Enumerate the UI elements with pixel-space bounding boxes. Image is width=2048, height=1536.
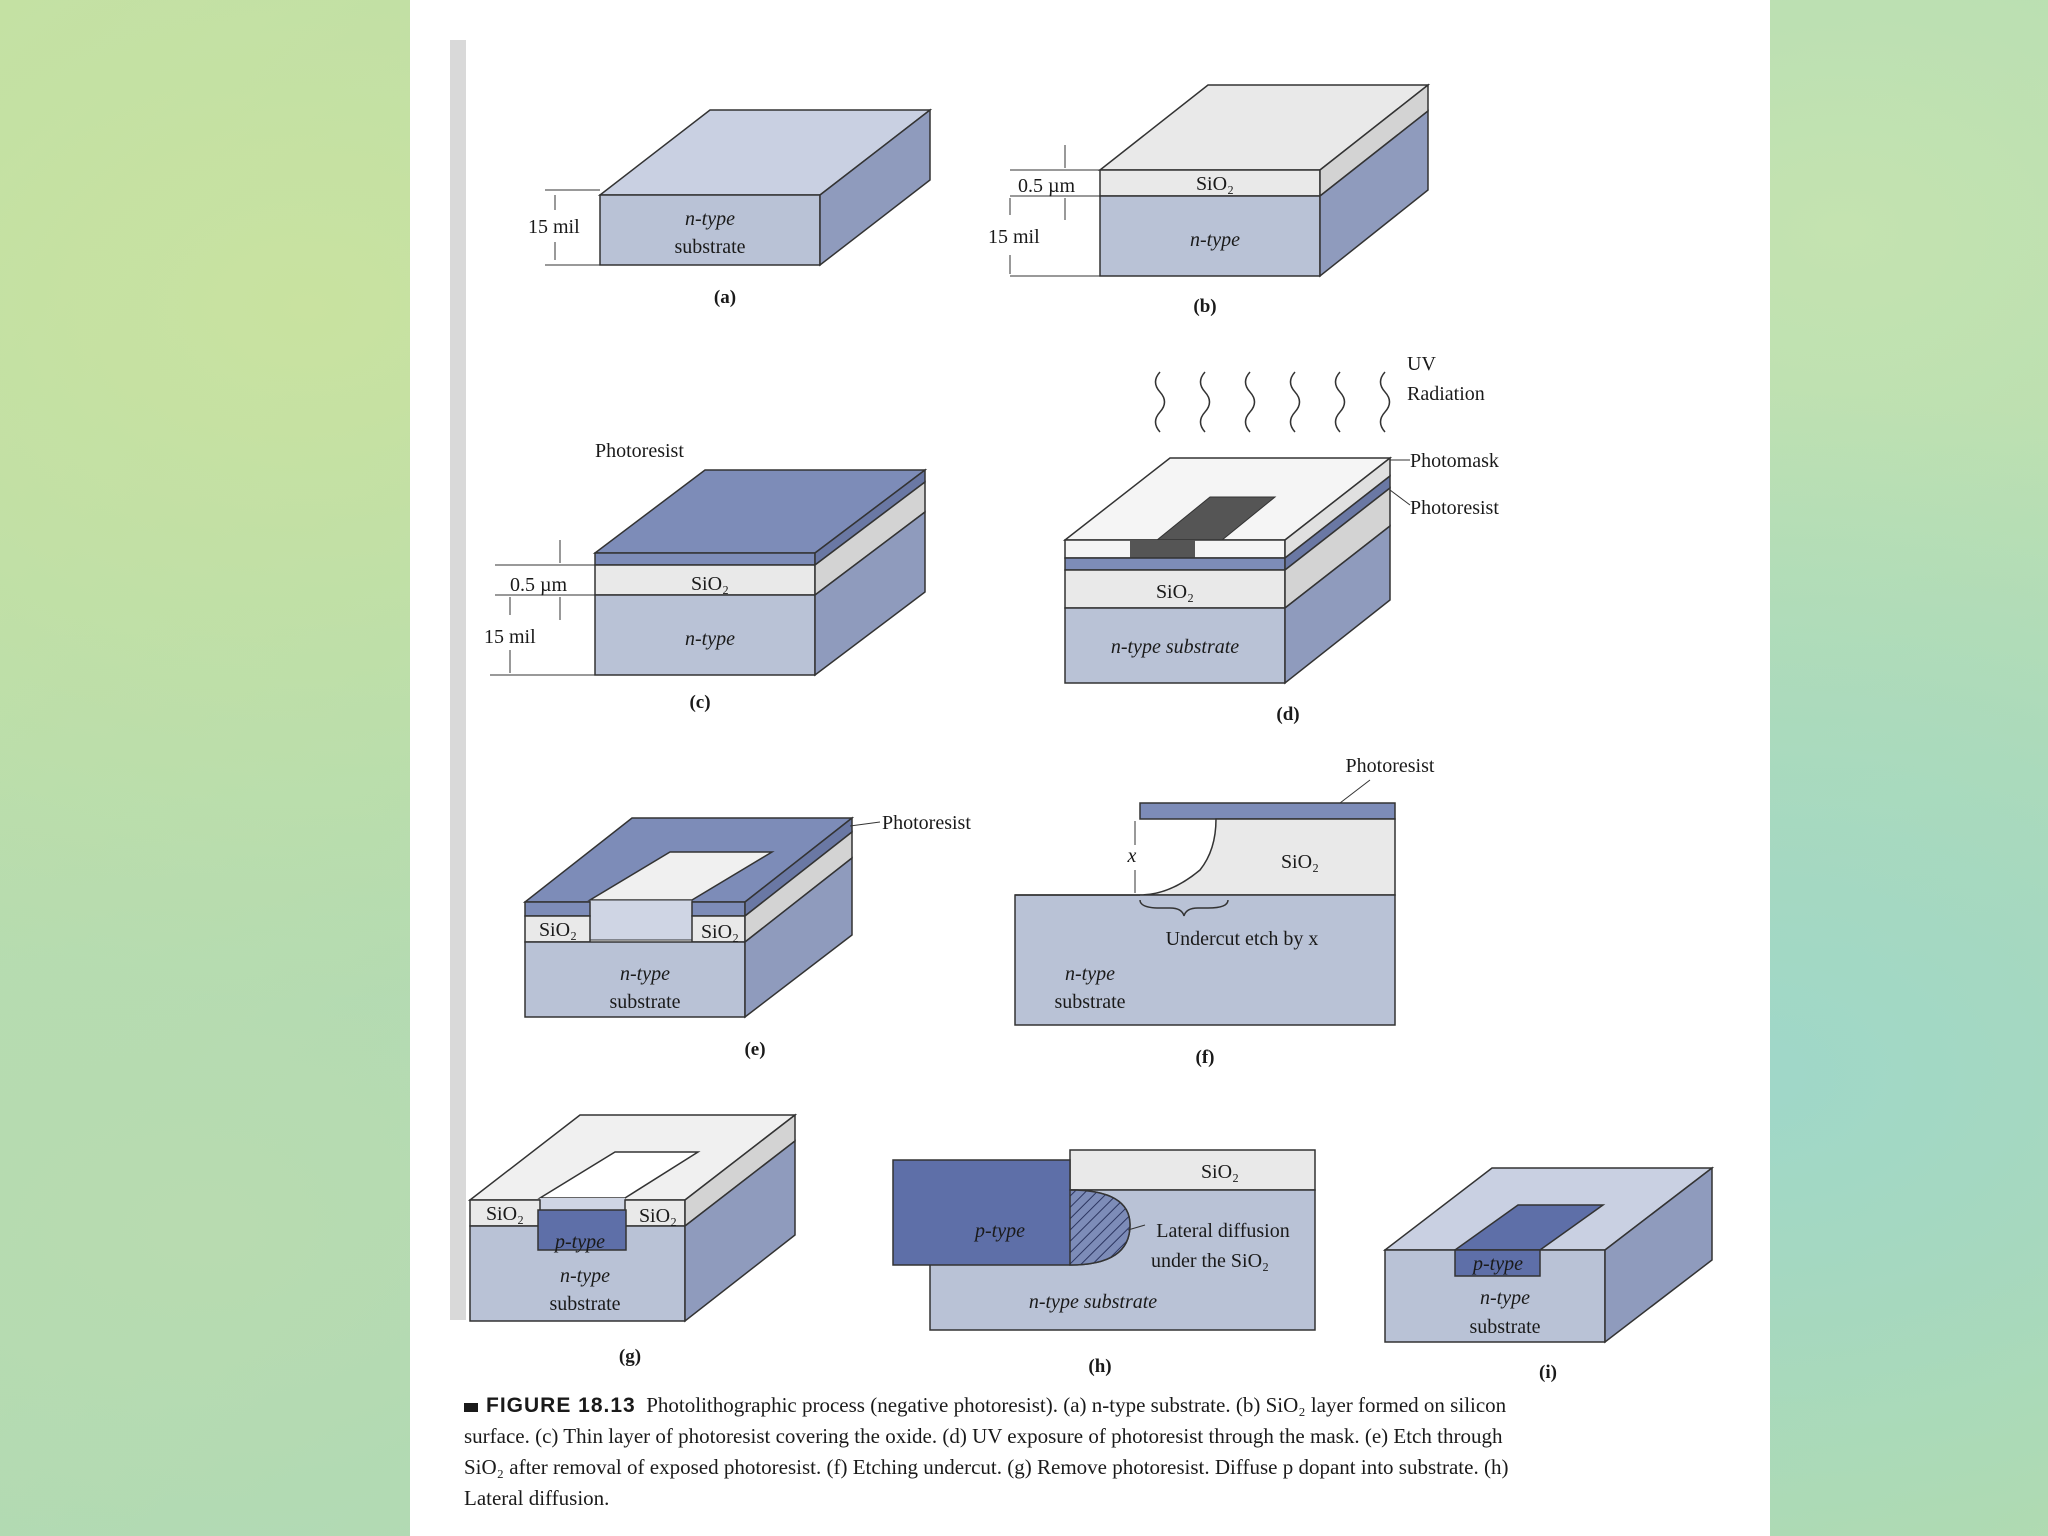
sio2-left-label: SiO₂ (486, 1203, 524, 1225)
photoresist-label: Photoresist (882, 812, 971, 834)
panel-i-tag: (i) (1539, 1362, 1557, 1383)
caption-text: Photolithographic process (negative phot… (464, 1393, 1509, 1510)
sio2-label: SiO₂ (691, 573, 729, 595)
ntype-label: n-type (620, 963, 670, 985)
substrate-label: substrate (549, 1293, 620, 1315)
substrate-label: substrate (609, 991, 680, 1013)
ntype-label: n-type (560, 1265, 610, 1287)
panel-g: SiO₂ SiO₂ p-type n-type substrate (g) (467, 1113, 798, 1367)
panel-f: Photoresist SiO₂ x Undercut etch by x n-… (1014, 755, 1435, 1068)
panel-i: p-type n-type substrate (i) (1382, 1166, 1715, 1383)
panel-c: Photoresist 0.5 µm 15 mil SiO₂ n-type (c… (484, 440, 928, 713)
textbook-page: 15 mil n-type substrate (a) 0.5 µm 15 mi… (410, 0, 1770, 1536)
panel-g-tag: (g) (619, 1346, 641, 1367)
dim-15mil-label: 15 mil (988, 226, 1040, 248)
ntype-label: n-type (1190, 229, 1240, 251)
ntype-label: n-type (1480, 1287, 1530, 1309)
panel-h: SiO₂ p-type Lateral diffusion under the … (892, 1149, 1316, 1377)
photomask-label: Photomask (1410, 450, 1499, 472)
sio2-label: SiO₂ (1281, 851, 1319, 873)
uv-radiation-arrows (1154, 371, 1391, 433)
photoresist-label: Photoresist (595, 440, 684, 462)
ntype-substrate-label: n-type substrate (1029, 1291, 1157, 1313)
caption-bullet (464, 1402, 478, 1412)
ptype-label: p-type (973, 1220, 1025, 1242)
photolithography-diagram: 15 mil n-type substrate (a) 0.5 µm 15 mi… (467, 83, 1715, 1383)
dim-oxide-label: 0.5 µm (510, 574, 568, 596)
panel-h-tag: (h) (1088, 1356, 1111, 1377)
substrate-label: substrate (1469, 1316, 1540, 1338)
panel-c-tag: (c) (689, 692, 710, 713)
ntype-label: n-type (1065, 963, 1115, 985)
ptype-label: p-type (553, 1231, 605, 1253)
ntype-substrate-label: n-type substrate (1111, 636, 1239, 658)
uv-label: UV (1407, 353, 1436, 375)
substrate-label: n-type (685, 208, 735, 230)
figure-caption: FIGURE 18.13 Photolithographic process (… (464, 1390, 1534, 1514)
photoresist-label: Photoresist (1410, 497, 1499, 519)
panel-a-tag: (a) (714, 287, 736, 308)
figure-number: FIGURE 18.13 (486, 1394, 636, 1417)
sio2-left-label: SiO₂ (539, 919, 577, 941)
sio2-right-label: SiO₂ (639, 1205, 677, 1227)
x-label: x (1127, 845, 1137, 867)
panel-d-tag: (d) (1276, 704, 1299, 725)
panel-e: Photoresist SiO₂ SiO₂ n-type substrate (… (522, 812, 971, 1060)
dim-15mil-label: 15 mil (484, 626, 536, 648)
panel-f-tag: (f) (1196, 1047, 1215, 1068)
photoresist-label: Photoresist (1346, 755, 1435, 777)
dim-oxide-label: 0.5 µm (1018, 175, 1076, 197)
sio2-label: SiO₂ (1196, 173, 1234, 195)
dim-15mil-label: 15 mil (528, 216, 580, 238)
sio2-right-label: SiO₂ (701, 921, 739, 943)
substrate-label: substrate (1054, 991, 1125, 1013)
sio2-label: SiO₂ (1156, 581, 1194, 603)
under-sio2-label: under the SiO₂ (1151, 1250, 1269, 1272)
sio2-label: SiO₂ (1201, 1161, 1239, 1183)
panel-b-tag: (b) (1193, 296, 1216, 317)
panel-e-tag: (e) (744, 1039, 765, 1060)
panel-d: UV Radiation Photomask Photoresist SiO₂ … (1062, 353, 1499, 725)
ptype-label: p-type (1471, 1253, 1523, 1275)
panel-b: 0.5 µm 15 mil SiO₂ n-type (b) (988, 83, 1431, 317)
lateral-diffusion-label: Lateral diffusion (1156, 1220, 1289, 1242)
ntype-label: n-type (685, 628, 735, 650)
panel-a: 15 mil n-type substrate (a) (528, 108, 933, 308)
radiation-label: Radiation (1407, 383, 1485, 405)
substrate-label-2: substrate (674, 236, 745, 258)
undercut-label: Undercut etch by x (1166, 928, 1319, 950)
